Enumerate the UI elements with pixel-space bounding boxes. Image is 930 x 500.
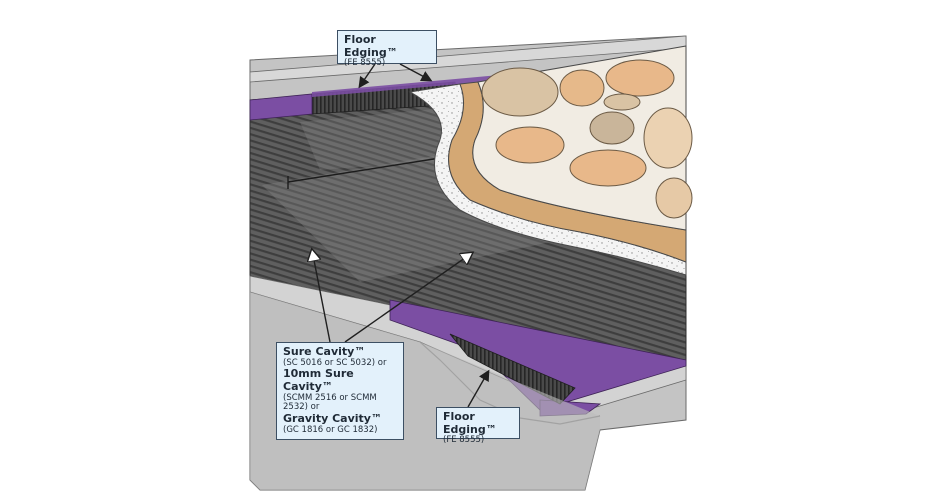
paving-stone <box>495 126 565 164</box>
board-overlap-strip <box>300 108 452 170</box>
leader-cavity-2 <box>344 253 472 343</box>
board-seam <box>287 157 441 183</box>
callout-title: Floor Edging™ <box>443 410 497 436</box>
callout-title: Sure Cavity™ <box>283 345 366 358</box>
callout-cavity-products: Sure Cavity™ (SC 5016 or SC 5032) or 10m… <box>276 342 404 440</box>
callout-floor-edging-bottom: Floor Edging™ (FE 8555) <box>436 407 520 445</box>
callout-code: (FE 8555) <box>443 435 485 446</box>
paving-stone <box>481 67 559 117</box>
paving-stone <box>605 59 675 97</box>
callout-floor-edging-top: Floor Edging™ (FE 8555) <box>337 30 437 68</box>
concrete-rear-ledge <box>249 35 687 83</box>
paving-stone <box>559 69 605 107</box>
leader-bottom <box>467 369 490 408</box>
callout-title: Floor Edging™ <box>344 33 398 59</box>
callout-code: (SC 5016 or SC 5032) or <box>283 357 387 368</box>
callout-code: (GC 1816 or GC 1832) <box>283 424 378 435</box>
callout-title: Gravity Cavity™ <box>283 412 382 426</box>
callout-title: 10mm Sure Cavity™ <box>283 367 354 394</box>
paving-stone <box>589 111 635 145</box>
membrane-top <box>249 93 313 121</box>
callout-code: (FE 8555) <box>344 58 386 69</box>
paving-stone <box>643 107 693 169</box>
leader-top-right <box>399 63 433 82</box>
paving-stone <box>603 93 641 111</box>
leader-top-left <box>358 63 376 89</box>
concrete-front-face <box>250 292 600 490</box>
board-overlap-strip <box>262 155 560 282</box>
callout-code: (SCMM 2516 or SCMM 2532) or <box>283 392 377 413</box>
leader-cavity-1 <box>312 250 331 343</box>
paving-stone <box>569 149 647 187</box>
paving-stone <box>655 177 693 219</box>
